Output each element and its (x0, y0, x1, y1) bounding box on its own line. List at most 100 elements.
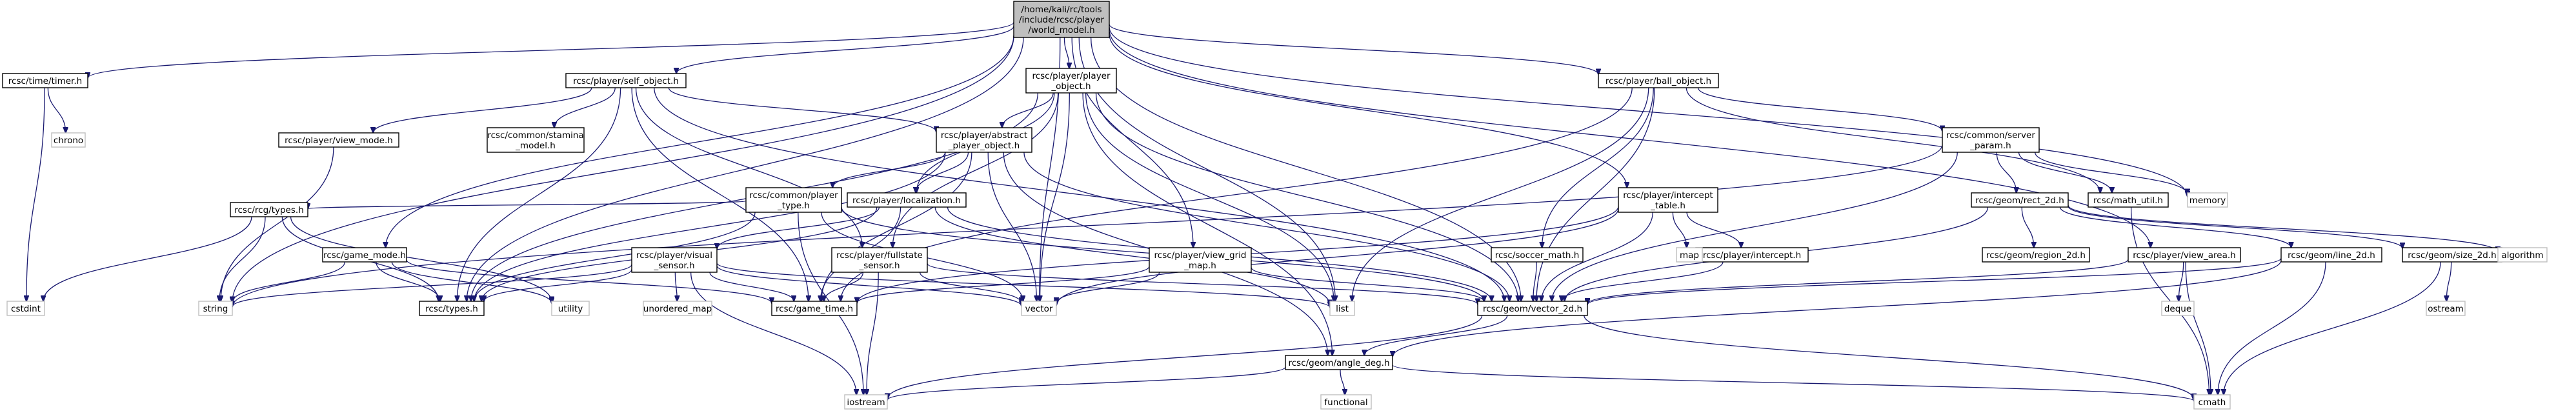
node-box-functional (1320, 394, 1372, 410)
edge-player_object-to-list (1085, 92, 1334, 301)
node-label-line_2d: rcsc/geom/line_2d.h (2288, 250, 2375, 261)
node-box-math_util (2088, 192, 2169, 208)
node-view_grid_map[interactable]: rcsc/player/view_grid_map.h (1149, 247, 1252, 273)
edge-ball_object-to-soccer_math (1542, 87, 1654, 248)
node-rect_2d[interactable]: rcsc/geom/rect_2d.h (1971, 192, 2069, 208)
edge-game_mode-to-utility (391, 261, 552, 303)
node-label-view_mode: rcsc/player/view_mode.h (285, 135, 393, 146)
edge-visual_sensor-to-iostream (690, 272, 857, 395)
edge-player_object-to-vector (1040, 92, 1070, 301)
edge-root-to-game_mode (386, 35, 1014, 248)
node-server_param[interactable]: rcsc/common/server_param.h (1942, 127, 2040, 153)
edge-root-to-memory (1109, 26, 2188, 197)
node-label-fullstate_sensor: _sensor.h (858, 261, 900, 271)
edge-self_object-to-abstract_player (668, 87, 936, 132)
node-box-player_object (1025, 68, 1117, 94)
node-rcg_types[interactable]: rcsc/rcg/types.h (230, 202, 308, 217)
node-types[interactable]: rcsc/types.h (419, 301, 485, 316)
node-box-rect_2d (1971, 192, 2069, 208)
edge-size_2d-to-cmath (2224, 261, 2441, 395)
node-label-algorithm: algorithm (2501, 250, 2543, 261)
node-root[interactable]: /home/kali/rc/tools/include/rcsc/player/… (1013, 1, 1110, 38)
nodes-layer: /home/kali/rc/tools/include/rcsc/player/… (2, 1, 2548, 410)
node-label-view_grid_map: rcsc/player/view_grid (1154, 250, 1247, 261)
edge-intercept_table-to-vector_2d (1542, 212, 1653, 301)
node-label-functional: functional (1324, 397, 1367, 408)
node-box-root (1013, 1, 1110, 38)
node-label-deque: deque (2164, 304, 2191, 314)
edge-ball_object-to-server_param (1697, 87, 1942, 132)
node-label-intercept_table: _table.h (1650, 201, 1685, 211)
node-box-stamina_model (487, 127, 585, 153)
edge-root-to-self_object (676, 26, 1014, 74)
node-box-algorithm (2497, 247, 2548, 263)
edge-root-to-timer (88, 21, 1014, 78)
node-label-vector_2d: rcsc/geom/vector_2d.h (1483, 304, 1582, 314)
node-localization[interactable]: rcsc/player/localization.h (847, 192, 967, 208)
edge-game_mode-to-types (376, 261, 440, 301)
node-box-ostream (2426, 301, 2466, 316)
node-math_util[interactable]: rcsc/math_util.h (2088, 192, 2169, 208)
node-view_mode[interactable]: rcsc/player/view_mode.h (278, 132, 399, 148)
node-label-iostream: iostream (847, 397, 885, 408)
node-ostream: ostream (2426, 301, 2466, 316)
node-game_time[interactable]: rcsc/game_time.h (771, 301, 858, 316)
node-box-game_time (771, 301, 858, 316)
edge-fullstate_sensor-to-vector (919, 272, 1021, 303)
edge-fullstate_sensor-to-vector_2d (927, 263, 1478, 304)
node-label-view_grid_map: _map.h (1183, 261, 1216, 271)
node-ball_object[interactable]: rcsc/player/ball_object.h (1598, 73, 1719, 88)
node-label-game_mode: rcsc/game_mode.h (323, 250, 406, 261)
node-region_2d[interactable]: rcsc/geom/region_2d.h (1982, 247, 2090, 263)
node-intercept[interactable]: rcsc/player/intercept.h (1695, 247, 1809, 263)
edge-root-to-intercept_table (1109, 34, 1627, 188)
node-size_2d[interactable]: rcsc/geom/size_2d.h (2402, 247, 2502, 263)
node-self_object[interactable]: rcsc/player/self_object.h (565, 73, 687, 88)
edge-rcg_types-to-cstdint (43, 216, 252, 301)
edge-player_object-to-angle_deg (1082, 92, 1333, 355)
node-label-abstract_player: rcsc/player/abstract (941, 130, 1027, 141)
node-box-player_type (745, 187, 842, 213)
node-visual_sensor[interactable]: rcsc/player/visual_sensor.h (631, 247, 718, 273)
node-label-ostream: ostream (2428, 304, 2464, 314)
edge-self_object-to-types (457, 87, 621, 301)
node-view_area[interactable]: rcsc/player/view_area.h (2128, 247, 2241, 263)
node-label-player_object: _object.h (1051, 81, 1091, 92)
edge-timer-to-chrono (47, 87, 65, 133)
node-box-angle_deg (1285, 355, 1393, 370)
node-timer[interactable]: rcsc/time/timer.h (2, 73, 88, 88)
node-fullstate_sensor[interactable]: rcsc/player/fullstate_sensor.h (831, 247, 928, 273)
node-angle_deg[interactable]: rcsc/geom/angle_deg.h (1285, 355, 1393, 370)
node-intercept_table[interactable]: rcsc/player/intercept_table.h (1618, 187, 1718, 213)
node-box-game_mode (322, 247, 407, 263)
node-label-localization: rcsc/player/localization.h (852, 195, 961, 206)
node-stamina_model[interactable]: rcsc/common/stamina_model.h (487, 127, 585, 153)
node-label-angle_deg: rcsc/geom/angle_deg.h (1288, 358, 1389, 368)
edge-vector_2d-to-iostream (887, 315, 1483, 399)
node-label-intercept: rcsc/player/intercept.h (1703, 250, 1801, 261)
edge-abstract_player-to-game_time (821, 152, 972, 301)
node-abstract_player[interactable]: rcsc/player/abstract_player_object.h (936, 127, 1032, 153)
edge-vector_2d-to-cmath (1584, 315, 2194, 399)
node-label-visual_sensor: _sensor.h (653, 261, 694, 271)
edge-ball_object-to-math_util (1685, 87, 2100, 193)
node-list: list (1329, 301, 1355, 316)
node-line_2d[interactable]: rcsc/geom/line_2d.h (2280, 247, 2382, 263)
edge-self_object-to-stamina_model (554, 87, 616, 128)
edge-visual_sensor-to-unordered_map (675, 272, 677, 301)
edge-server_param-to-string (232, 144, 1943, 306)
node-game_mode[interactable]: rcsc/game_mode.h (322, 247, 407, 263)
node-player_type[interactable]: rcsc/common/player_type.h (745, 187, 842, 213)
edge-abstract_player-to-vector_2d (1023, 152, 1509, 301)
node-box-map (1676, 247, 1703, 263)
edge-ball_object-to-list (1352, 87, 1649, 301)
edge-rect_2d-to-algorithm (2068, 204, 2498, 252)
node-label-cstdint: cstdint (11, 304, 41, 314)
node-algorithm: algorithm (2497, 247, 2548, 263)
node-soccer_math[interactable]: rcsc/soccer_math.h (1491, 247, 1584, 263)
node-box-vector (1021, 301, 1057, 316)
node-player_object[interactable]: rcsc/player/player_object.h (1025, 68, 1117, 94)
node-cstdint: cstdint (6, 301, 45, 316)
node-vector_2d[interactable]: rcsc/geom/vector_2d.h (1477, 301, 1588, 316)
